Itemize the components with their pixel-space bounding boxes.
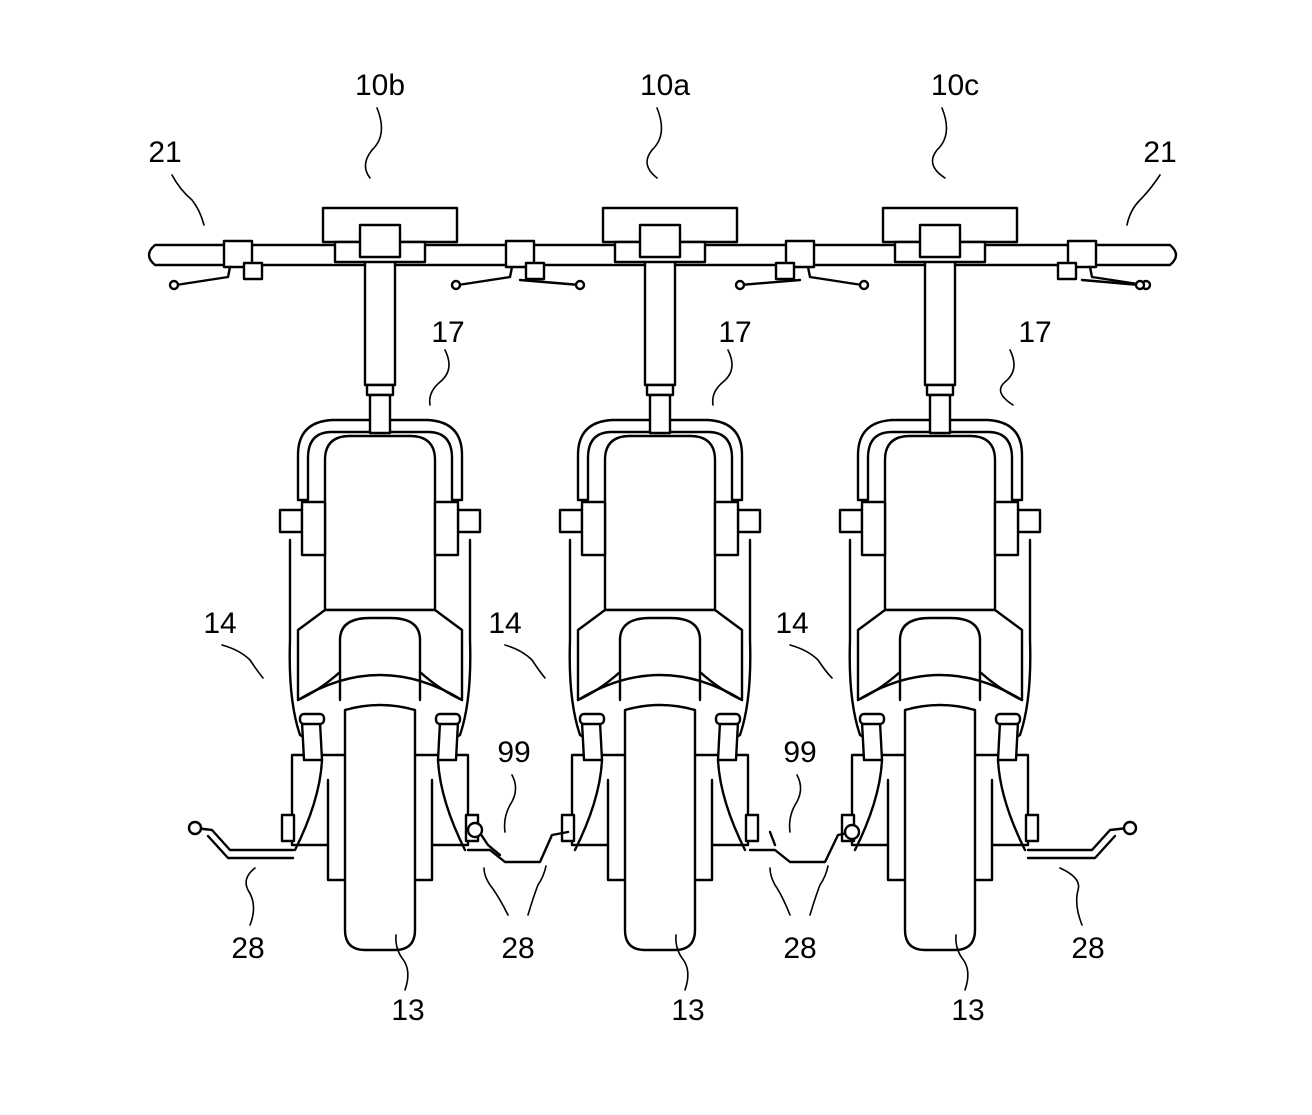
label-13-center: 13: [671, 994, 704, 1027]
label-99-left: 99: [497, 736, 530, 769]
label-17-right: 17: [1018, 316, 1051, 349]
label-10a: 10a: [640, 69, 690, 102]
scooter-10c: [838, 206, 1042, 952]
label-21-right: 21: [1143, 136, 1176, 169]
label-17-left: 17: [431, 316, 464, 349]
label-14-right: 14: [775, 607, 808, 640]
label-28-far-left: 28: [231, 932, 264, 965]
label-28-right: 28: [783, 932, 816, 965]
label-14-left: 14: [203, 607, 236, 640]
label-10b: 10b: [355, 69, 405, 102]
label-17-center: 17: [718, 316, 751, 349]
label-13-left: 13: [391, 994, 424, 1027]
label-21-left: 21: [148, 136, 181, 169]
label-13-right: 13: [951, 994, 984, 1027]
label-14-center: 14: [488, 607, 521, 640]
label-28-far-right: 28: [1071, 932, 1104, 965]
label-28-left: 28: [501, 932, 534, 965]
leader-lines: [171, 107, 1161, 991]
label-99-right: 99: [783, 736, 816, 769]
label-10c: 10c: [931, 69, 979, 102]
link-parts: [187, 820, 1138, 864]
brake-levers: [168, 239, 1152, 291]
reference-labels: 10b 10a 10c 21 21 17 17 17 14 14 14 99 9…: [148, 69, 1176, 1027]
